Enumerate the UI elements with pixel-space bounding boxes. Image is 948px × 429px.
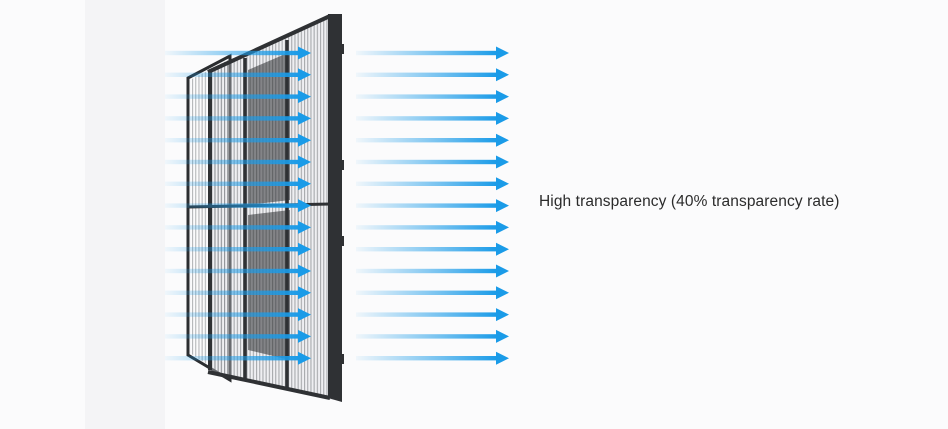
transmitted-arrow-icon <box>356 90 509 104</box>
incoming-light-arrows <box>165 46 311 365</box>
transmitted-arrow-icon <box>356 242 509 256</box>
transmitted-arrow-icon <box>356 308 509 322</box>
incoming-arrow-icon <box>165 264 311 278</box>
transmitted-arrow-icon <box>356 199 509 213</box>
incoming-arrow-icon <box>165 286 311 300</box>
incoming-arrow-icon <box>165 111 311 125</box>
incoming-arrow-icon <box>165 329 311 343</box>
transmitted-arrow-icon <box>356 264 509 278</box>
incoming-arrow-icon <box>165 68 311 82</box>
background-shade <box>85 0 165 429</box>
transmitted-arrow-icon <box>356 111 509 125</box>
led-panel <box>187 14 344 402</box>
transmitted-arrow-icon <box>356 68 509 82</box>
transmitted-arrow-icon <box>356 155 509 169</box>
incoming-arrow-icon <box>165 155 311 169</box>
transmitted-arrow-icon <box>356 220 509 234</box>
transparency-caption: High transparency (40% transparency rate… <box>539 193 840 210</box>
incoming-arrow-icon <box>165 351 311 365</box>
incoming-arrow-icon <box>165 242 311 256</box>
transmitted-arrow-icon <box>356 329 509 343</box>
incoming-arrow-icon <box>165 220 311 234</box>
transmitted-arrow-icon <box>356 177 509 191</box>
incoming-arrow-icon <box>165 90 311 104</box>
incoming-arrow-icon <box>165 308 311 322</box>
incoming-arrow-icon <box>165 177 311 191</box>
transmitted-arrow-icon <box>356 46 509 60</box>
incoming-arrow-icon <box>165 199 311 213</box>
transmitted-light-arrows <box>356 46 509 365</box>
incoming-arrow-icon <box>165 133 311 147</box>
incoming-arrow-icon <box>165 46 311 60</box>
transmitted-arrow-icon <box>356 351 509 365</box>
transmitted-arrow-icon <box>356 133 509 147</box>
transmitted-arrow-icon <box>356 286 509 300</box>
